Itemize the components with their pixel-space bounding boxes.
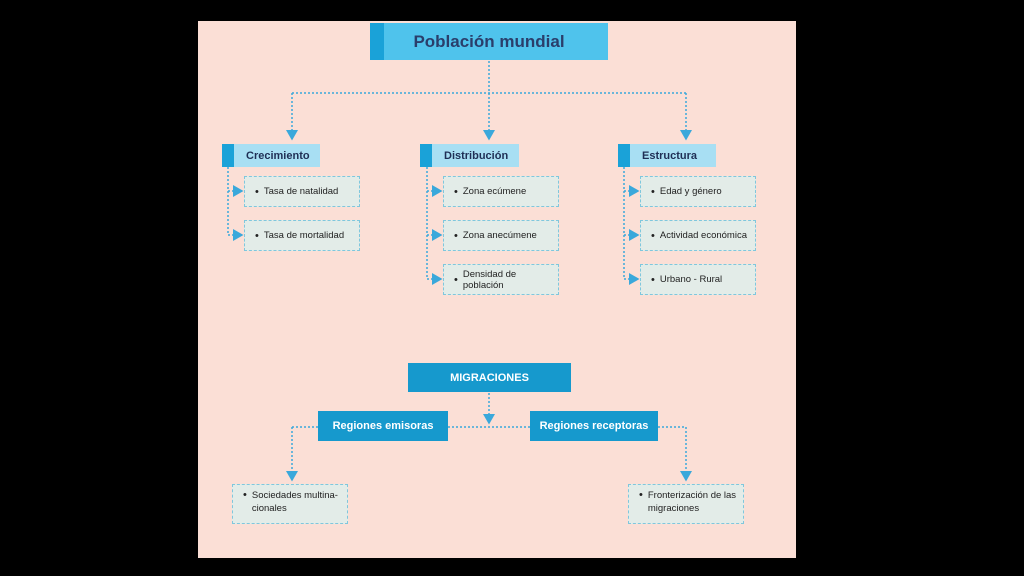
bullet-icon: • — [651, 185, 655, 198]
item-label-line1: Sociedades multina- — [251, 490, 338, 501]
emisoras-label: Regiones emisoras — [332, 420, 434, 432]
bullet-icon: • — [255, 229, 259, 242]
item-label-wrap: Sociedades multina- cionales — [252, 489, 338, 515]
migraciones-title: MIGRACIONES — [408, 363, 571, 392]
list-item: • Tasa de natalidad — [244, 176, 360, 207]
item-label: Zona ecúmene — [462, 186, 527, 197]
item-label: Tasa de natalidad — [263, 186, 339, 197]
regiones-emisoras-heading: Regiones emisoras — [318, 411, 448, 441]
item-label: Densidad de población — [462, 268, 517, 291]
branch-heading-crecimiento: Crecimiento — [222, 144, 320, 167]
heading-label: Distribución — [444, 149, 509, 162]
title-tab — [370, 23, 384, 60]
heading-tab — [222, 144, 234, 167]
bullet-icon: • — [454, 229, 458, 242]
list-item: • Urbano - Rural — [640, 264, 756, 295]
item-label-line2: cionales — [251, 503, 287, 514]
item-label: Zona anecúmene — [462, 230, 537, 241]
bullet-icon: • — [639, 489, 643, 501]
bullet-icon: • — [243, 489, 247, 501]
list-item-emisoras: • Sociedades multina- cionales — [232, 484, 348, 524]
item-label: Actividad económica — [659, 230, 747, 241]
list-item: • Zona anecúmene — [443, 220, 559, 251]
bullet-icon: • — [454, 273, 458, 286]
heading-tab — [420, 144, 432, 167]
branch-heading-distribucion: Distribución — [420, 144, 519, 167]
item-label-line1: Fronterización de las — [647, 490, 737, 501]
branch-heading-estructura: Estructura — [618, 144, 716, 167]
bullet-icon: • — [651, 229, 655, 242]
heading-label: Crecimiento — [246, 149, 310, 162]
title-box: Población mundial — [370, 23, 608, 60]
list-item: • Densidad de población — [443, 264, 559, 295]
bullet-icon: • — [454, 185, 458, 198]
item-label: Tasa de mortalidad — [263, 230, 345, 241]
list-item: • Actividad económica — [640, 220, 756, 251]
receptoras-label: Regiones receptoras — [539, 420, 649, 432]
list-item: • Zona ecúmene — [443, 176, 559, 207]
item-label: Urbano - Rural — [659, 274, 723, 285]
item-label: Edad y género — [659, 186, 722, 197]
item-label-wrap: Fronterización de las migraciones — [648, 489, 736, 515]
heading-tab — [618, 144, 630, 167]
bullet-icon: • — [255, 185, 259, 198]
item-label-line2: migraciones — [647, 503, 700, 514]
list-item: • Edad y género — [640, 176, 756, 207]
heading-label: Estructura — [642, 149, 698, 162]
list-item: • Tasa de mortalidad — [244, 220, 360, 251]
bullet-icon: • — [651, 273, 655, 286]
migraciones-label: MIGRACIONES — [450, 371, 529, 384]
regiones-receptoras-heading: Regiones receptoras — [530, 411, 658, 441]
title-label: Población mundial — [413, 31, 565, 51]
list-item-receptoras: • Fronterización de las migraciones — [628, 484, 744, 524]
